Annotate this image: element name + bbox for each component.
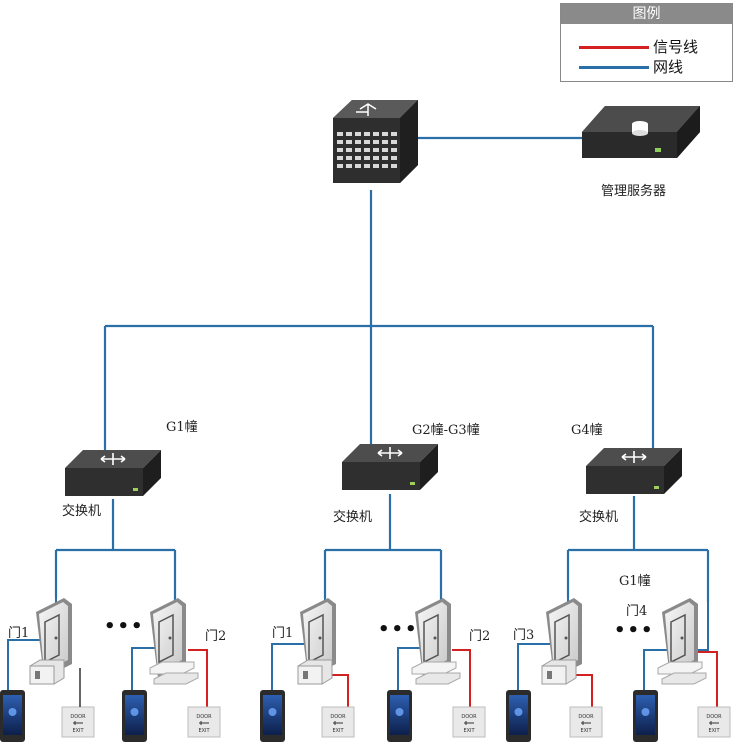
door-label-2b: 门2: [469, 629, 491, 644]
magnetic-lock-icon-2: [149, 661, 199, 685]
door-label-3b: 门4: [626, 604, 648, 619]
access-switch-icon-3: [586, 448, 682, 494]
electric-lock-icon-3: [297, 659, 333, 685]
exit-button-text-top: DOOR: [196, 714, 212, 720]
signal-line-5: [575, 674, 593, 707]
magnetic-lock-icon-6: [657, 661, 707, 685]
exit-button-icon-6: DOOR EXIT: [697, 706, 731, 738]
building-label-3: G4幢: [571, 423, 603, 438]
more-doors-ellipsis-3: •••: [614, 620, 655, 641]
magnetic-lock-icon-4: [411, 661, 461, 685]
key-icon: [464, 721, 474, 725]
exit-button-text-bottom: EXIT: [708, 728, 720, 734]
door-label-2a: 门1: [272, 626, 294, 641]
face-terminal-icon-1: [0, 690, 25, 742]
exit-button-text-top: DOOR: [330, 714, 346, 720]
exit-button-text-bottom: EXIT: [198, 728, 210, 734]
exit-button-text-bottom: EXIT: [580, 728, 592, 734]
electric-lock-icon-1: [29, 659, 65, 685]
face-terminal-icon-3: [260, 690, 285, 742]
exit-button-text-bottom: EXIT: [332, 728, 344, 734]
card-reader-icon-1: [36, 598, 72, 678]
exit-button-icon-2: DOOR EXIT: [187, 706, 221, 738]
face-terminal-icon-2: [122, 690, 147, 742]
legend-label-signal: 信号线: [653, 38, 699, 56]
more-doors-ellipsis-2: •••: [378, 619, 419, 640]
more-doors-ellipsis-1: •••: [104, 616, 145, 637]
signal-line-4: [452, 649, 471, 707]
signal-line-swatch: [579, 46, 649, 49]
legend-title: 图例: [561, 4, 732, 24]
key-icon: [73, 721, 83, 725]
face-terminal-icon-4: [387, 690, 412, 742]
exit-button-text-bottom: EXIT: [463, 728, 475, 734]
legend-label-network: 网线: [653, 58, 684, 76]
access-switch-icon-1: [65, 450, 161, 496]
server-icon: [582, 106, 700, 158]
card-reader-icon-5: [546, 598, 582, 678]
card-reader-icon-3: [300, 598, 336, 678]
legend-item-signal: 信号线: [561, 36, 732, 56]
server-label: 管理服务器: [601, 184, 667, 199]
door-label-1b: 门2: [205, 629, 227, 644]
card-reader-icon-6: [662, 598, 698, 678]
exit-button-text-top: DOOR: [578, 714, 594, 720]
signal-line-3: [330, 674, 349, 707]
key-icon: [709, 721, 719, 725]
sub-building-label: G1幢: [619, 574, 651, 589]
electric-lock-icon-5: [541, 659, 577, 685]
door-label-3a: 门3: [513, 628, 535, 643]
exit-button-icon-4: DOOR EXIT: [452, 706, 486, 738]
exit-button-text-top: DOOR: [461, 714, 477, 720]
exit-button-icon-5: DOOR EXIT: [569, 706, 603, 738]
face-terminal-icon-6: [633, 690, 658, 742]
card-reader-icon-2: [150, 598, 186, 678]
legend: 图例 信号线 网线: [560, 3, 733, 82]
legend-item-network: 网线: [561, 56, 732, 76]
core-switch-icon: [333, 100, 418, 183]
access-switch-icon-2: [342, 444, 438, 490]
exit-button-icon-1: DOOR EXIT: [61, 706, 95, 738]
network-line-swatch: [579, 66, 649, 69]
signal-line-2: [188, 649, 208, 707]
exit-button-icon-3: DOOR EXIT: [321, 706, 355, 738]
signal-line-6: [698, 651, 718, 707]
key-icon: [333, 721, 343, 725]
exit-button-text-bottom: EXIT: [72, 728, 84, 734]
switch-label-2: 交换机: [333, 510, 373, 525]
switch-label-3: 交换机: [579, 510, 619, 525]
key-icon: [581, 721, 591, 725]
card-reader-icon-4: [415, 598, 451, 678]
building-label-2: G2幢-G3幢: [412, 423, 480, 438]
building-label-1: G1幢: [166, 420, 198, 435]
key-icon: [199, 721, 209, 725]
exit-button-text-top: DOOR: [70, 714, 86, 720]
exit-button-text-top: DOOR: [706, 714, 722, 720]
face-terminal-icon-5: [506, 690, 531, 742]
door-label-1a: 门1: [8, 626, 30, 641]
switch-label-1: 交换机: [62, 504, 102, 519]
